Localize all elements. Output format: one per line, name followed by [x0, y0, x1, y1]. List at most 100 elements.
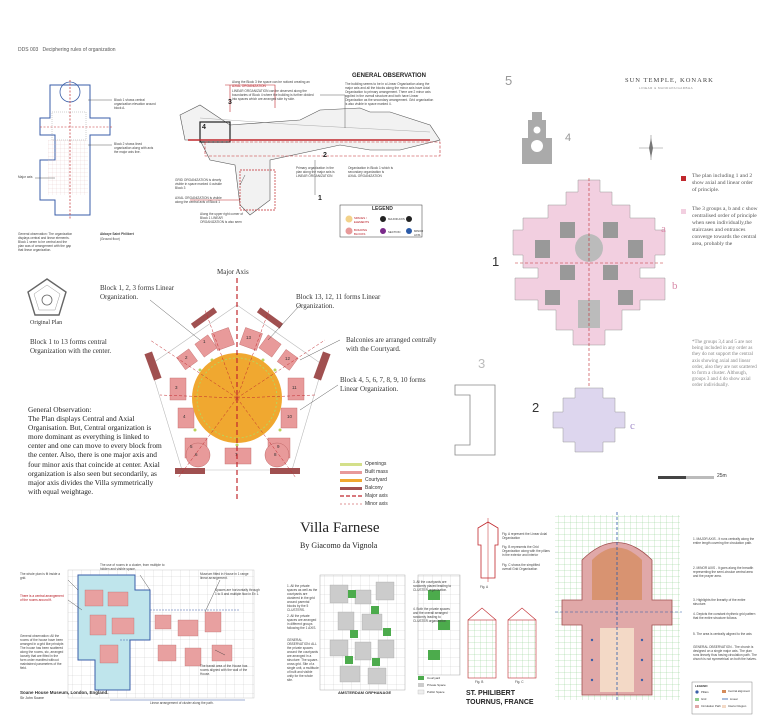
- villa-observation-title: General Observation:: [28, 405, 92, 414]
- philibert-fig-note-a: Fig. A represent the Linear Axial Organi…: [502, 532, 548, 540]
- original-plan-thumbnail: [27, 278, 67, 316]
- villa-block-2: 2: [185, 355, 188, 360]
- abbaye-note-2: Block 2 shows lined organization along w…: [114, 142, 154, 154]
- page-code: DDS 003: [18, 47, 39, 53]
- soane-note-5: Museum fitted in House in 1 range linear…: [200, 572, 249, 580]
- panel2-legend-section: SECTION: [388, 230, 401, 234]
- villa-block-13: 13: [246, 335, 252, 340]
- sun-group-5: 5: [505, 73, 513, 88]
- villa-original-plan-label: Original Plan: [30, 320, 63, 326]
- soane-caption-sub: Sir John Soane: [20, 696, 44, 700]
- philibert-note-5: 5. The area is centrally aligned to the …: [693, 632, 752, 636]
- panel2-note-grid: GRID ORGANIZATION is clearly visible in …: [175, 178, 222, 190]
- philibert-fig-c-label: Fig. C: [515, 680, 524, 684]
- villa-subtitle: By Giacomo da Vignola: [300, 541, 378, 550]
- villa-farnese-plan: [144, 278, 341, 500]
- villa-block-8: 8: [274, 452, 277, 457]
- villa-legend-balcony: Balcony: [365, 485, 383, 491]
- abbaye-plan: [35, 80, 112, 220]
- philibert-fig-note-c: Fig. C shows the simplified overall Grid…: [502, 563, 540, 571]
- panel2-title: GENERAL OBSERVATION: [352, 73, 426, 79]
- philibert-fig-note-b: Fig. B represents the Grid Organization …: [502, 545, 550, 557]
- villa-legend-openings: Openings: [365, 461, 387, 467]
- sun-temple-subtitle: LINEAR & MANDAPA/GARBHA: [639, 86, 694, 90]
- panel2-number-1: 1: [318, 195, 322, 202]
- villa-label-block-4to10: Block 4, 5, 6, 7, 8, 9, 10 forms Linear …: [340, 376, 426, 393]
- sun-temple-plan: [454, 112, 714, 479]
- philibert-legend-central: Central alignment: [728, 689, 750, 693]
- orphanage-caption: AMSTERDAM ORPHANAGE: [338, 690, 392, 695]
- villa-label-block-123: Block 1, 2, 3 forms Linear Organization.: [100, 284, 175, 301]
- orphanage-note-4: 3. All the courtyards are randomly place…: [413, 580, 452, 592]
- philibert-note-1: 1. MAJOR AXIS - It runs centrally along …: [693, 537, 755, 545]
- soane-note-2: There is a central arrangement of the ro…: [20, 594, 64, 602]
- sun-letter-b: b: [672, 280, 678, 292]
- st-philibert-plans: [467, 512, 753, 715]
- panel2-legend-title: LEGEND: [372, 206, 393, 212]
- panel2-observation: The building seems to be in a Linear Org…: [345, 82, 434, 106]
- sun-note-1: The plan including 1 and 2 show axial an…: [692, 173, 753, 193]
- orphanage-legend-courtyard: Courtyard: [427, 676, 441, 680]
- panel2-note-axial-text: Along the Block 3 the space can be notic…: [232, 80, 310, 84]
- panel2-number-3: 3: [228, 99, 232, 106]
- soane-note-6: Spaces are horizontally through 1 to 5 a…: [215, 588, 260, 596]
- philibert-subtitle: TOURNUS, FRANCE: [466, 699, 534, 706]
- villa-label-balconies: Balconies are arranged centrally with th…: [346, 336, 437, 353]
- orphanage-note-2: 2. All the private spaces are arranged i…: [287, 614, 317, 630]
- panel2-legend-blocks: BUILDING BLOCKS: [354, 228, 368, 236]
- philibert-legend-pillars: Pillars: [701, 690, 709, 694]
- philibert-fig-b-label: Fig. B: [475, 680, 484, 684]
- philibert-legend-linear: Linear: [730, 697, 738, 701]
- panel2-legend-minor: MINOR AXIS: [414, 229, 424, 237]
- panel2-legend-spaces: SPACES / ELEMENTS: [354, 216, 370, 224]
- panel2-note-axial-block1: AXIAL ORGANIZATION is visible along the …: [175, 196, 222, 204]
- soane-note-4: The use of rooms in a cluster, from mult…: [100, 563, 165, 571]
- villa-title: Villa Farnese: [300, 520, 380, 536]
- villa-block-4: 4: [183, 414, 186, 419]
- panel2-number-4: 4: [202, 124, 206, 131]
- villa-block-12: 12: [285, 356, 291, 361]
- orphanage-legend-private: Private Space: [427, 683, 446, 687]
- linear-building-plan: [179, 84, 441, 216]
- soane-caption: Soane House Museum, London, England.: [20, 690, 109, 695]
- panel2-note-primary: Primary organization in the plan along t…: [296, 166, 335, 178]
- philibert-legend-interior: Interior Region: [728, 704, 747, 708]
- abbaye-note-1: Block 1 shows central organization eleva…: [114, 98, 156, 110]
- villa-major-axis-label: Major Axis: [217, 268, 249, 276]
- philibert-legend-title: LEGEND: [695, 684, 708, 688]
- soane-note-8: Linear arrangement of cluster along the …: [150, 701, 214, 705]
- philibert-note-4: 4. Depicts the constant rhythmic grid pa…: [693, 612, 756, 620]
- villa-block-6: 6: [195, 452, 198, 457]
- soane-note-7: The transit area of the House has rooms …: [200, 664, 248, 676]
- sun-note-2: The 3 groups a, b and c show centralised…: [692, 206, 758, 247]
- orphanage-note-5: 4. Both the private spaces and the overa…: [413, 607, 450, 623]
- panel2-note-axial-highlight: AXIAL ORGANIZATION: [232, 84, 266, 88]
- panel2-legend-box: [339, 204, 423, 238]
- sun-group-3: 3: [478, 356, 486, 371]
- page-header: DDS 003 Deciphering rules of organizatio…: [18, 47, 116, 53]
- panel2-note-upper: Along the upper right corner of Block 1 …: [200, 212, 244, 224]
- panel2-legend-major: MAJOR AXIS: [388, 217, 405, 221]
- sun-letter-a: a: [661, 223, 666, 235]
- villa-legend-built-mass: Built mass: [365, 469, 389, 475]
- panel2-number-2: 2: [323, 152, 327, 159]
- villa-block-5: 5: [190, 444, 193, 449]
- sun-note-3: *The groups 3,4 and 5 are not being incl…: [692, 340, 757, 389]
- orphanage-plan: [319, 574, 461, 695]
- sun-scale-label: 25m: [717, 473, 727, 479]
- villa-observation-body: The Plan displays Central and Axial Orga…: [28, 414, 162, 496]
- philibert-note-6: GENERAL OBSERVATION - The church is desi…: [693, 645, 757, 661]
- soane-note-1: The whole plan is fit inside a grid.: [20, 572, 61, 580]
- page-title: Deciphering rules of organization: [42, 47, 116, 53]
- panel2-note-axial: Along the Block 3 the space can be notic…: [232, 80, 314, 88]
- sun-letter-c: c: [630, 420, 635, 432]
- villa-label-block-1to13: Block 1 to 13 forms central Organization…: [30, 338, 112, 355]
- abbaye-caption-sub: (Ground floor): [100, 237, 120, 241]
- panel2-note-linear: LINEAR ORGANIZATION can be observed alon…: [232, 89, 314, 101]
- villa-general-observation: General Observation: The Plan displays C…: [28, 405, 168, 496]
- sun-temple-title: SUN TEMPLE, KONARK: [625, 77, 714, 84]
- abbaye-general-observation: General observation: The organization di…: [18, 232, 73, 252]
- villa-legend-minor-axis: Minor axis: [365, 501, 388, 507]
- sun-group-4: 4: [565, 132, 572, 144]
- villa-block-1: 1: [203, 339, 206, 344]
